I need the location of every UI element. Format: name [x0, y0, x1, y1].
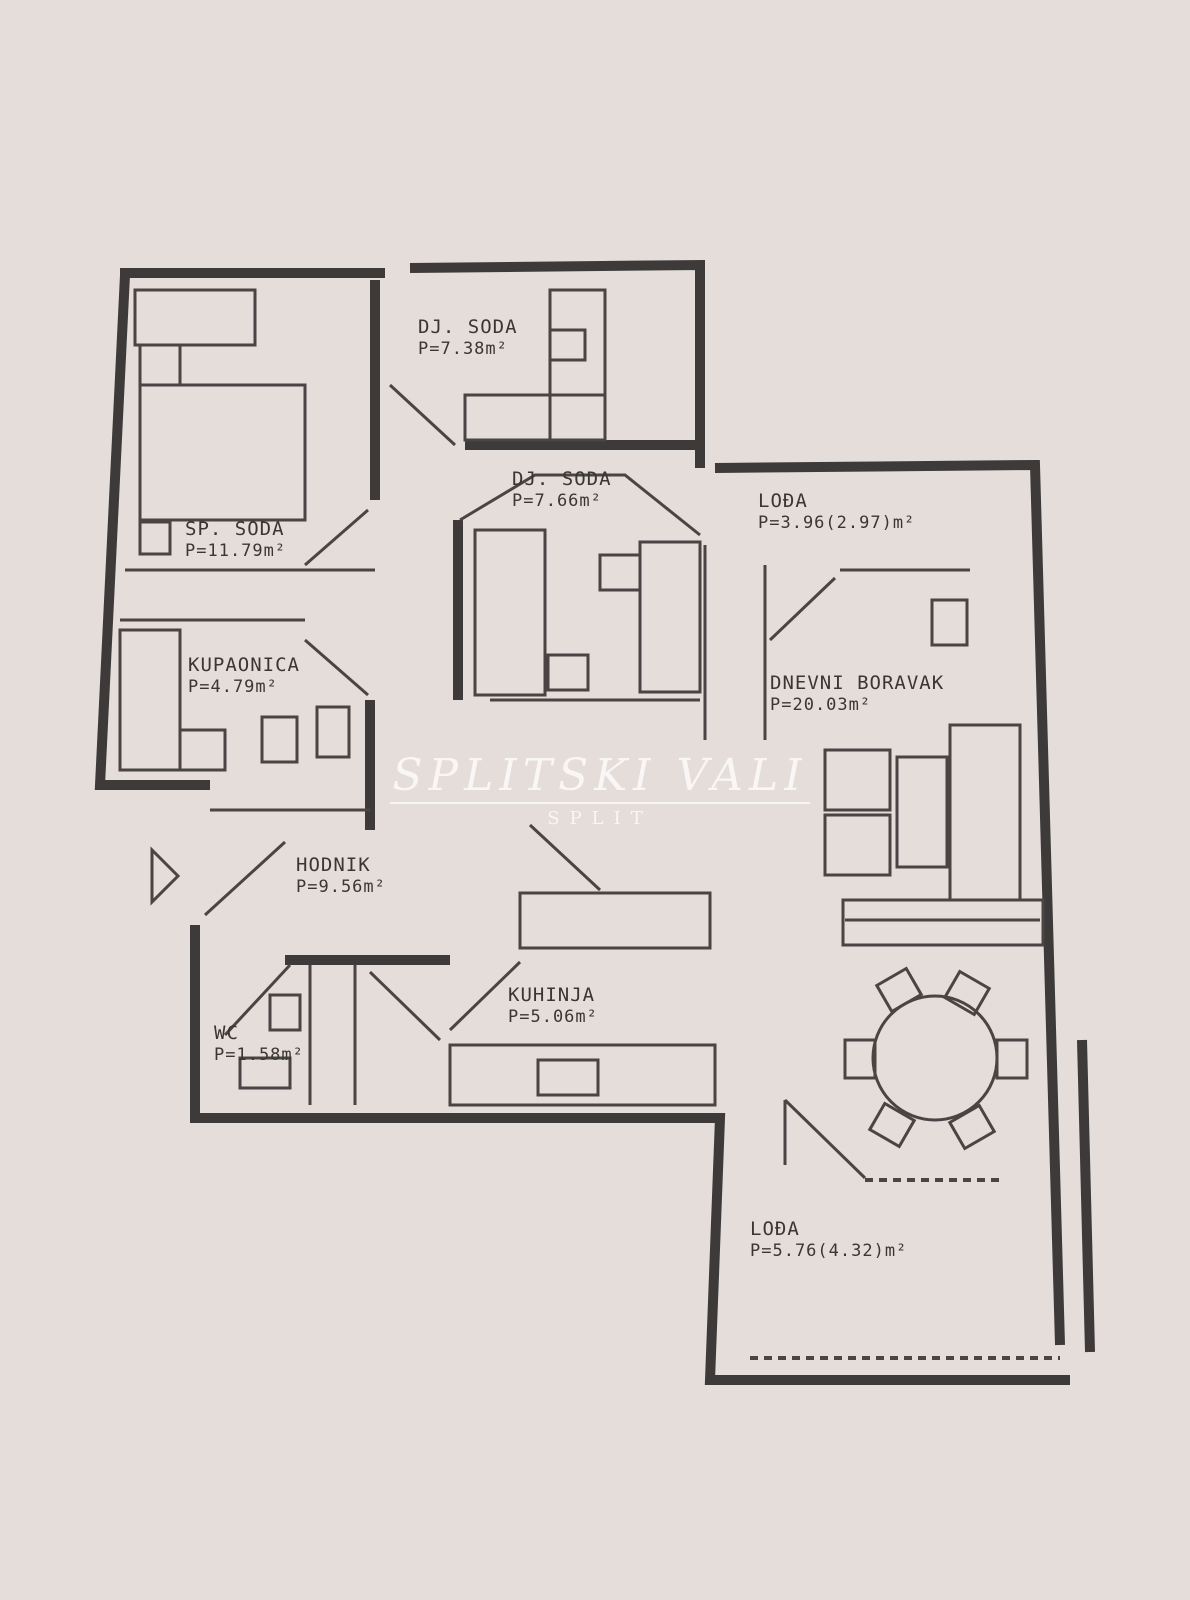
armchair-top [823, 748, 892, 812]
room-area: P=5.76(4.32)m² [750, 1241, 908, 1261]
kitchen-counter [448, 1043, 717, 1107]
tv-unit [841, 898, 1045, 947]
dining-table [871, 994, 999, 1122]
room-name: HODNIK [296, 854, 371, 876]
dining-chair-north-west [874, 966, 924, 1014]
outer-wall-north-middle [409, 259, 705, 468]
bathtub [118, 628, 182, 772]
room-label-wc: WC P=1.58m² [214, 1022, 304, 1066]
outer-wall-north-east [714, 459, 1065, 1346]
room-label-bathroom: KUPAONICA P=4.79m² [188, 654, 300, 698]
outer-wall-south [190, 925, 1070, 1385]
toilet-bathroom [178, 728, 227, 772]
door-swing-kitchen-right [448, 960, 522, 1032]
room-name: LOĐA [758, 490, 808, 512]
room-label-loggia-2: LOĐA P=5.76(4.32)m² [750, 1218, 907, 1262]
room-name: LOĐA [750, 1218, 800, 1240]
room-area: P=1.58m² [214, 1045, 304, 1065]
outer-wall-south-east [1077, 1039, 1095, 1353]
double-bed [138, 383, 307, 522]
door-swing-children-room-1 [388, 383, 457, 447]
door-swing-bedroom [304, 508, 369, 567]
dining-chair-south-east [947, 1103, 997, 1151]
bed-children-room-1 [548, 288, 607, 442]
wardrobe-hallway [518, 891, 712, 950]
chest-children-room-1 [463, 393, 607, 442]
door-swing-children-room-2 [459, 473, 701, 537]
room-label-master-bedroom: SP. SODA P=11.79m² [185, 518, 286, 562]
wardrobe-children-room-2 [638, 540, 702, 694]
outer-wall-north-west [94, 268, 385, 790]
room-label-loggia-1: LOĐA P=3.96(2.97)m² [758, 490, 915, 534]
door-swing-living [768, 576, 837, 642]
kitchen-sink [536, 1058, 600, 1097]
dining-chair-east [995, 1038, 1029, 1080]
room-label-children-room-1: DJ. SODA P=7.38m² [418, 316, 518, 360]
room-name: DJ. SODA [418, 316, 518, 338]
coffee-table [895, 755, 949, 869]
dining-chair-south-west [867, 1101, 917, 1149]
desk-children-room-1 [548, 328, 587, 362]
room-area: P=4.79m² [188, 677, 278, 697]
washbasin-wc [238, 1056, 292, 1090]
room-name: DNEVNI BORAVAK [770, 672, 945, 694]
door-swing-corridor [528, 823, 602, 892]
room-area: P=7.66m² [512, 491, 602, 511]
room-label-living-room: DNEVNI BORAVAK P=20.03m² [770, 672, 944, 716]
nightstand-children-room-2 [546, 653, 590, 692]
nightstand-left [138, 343, 182, 387]
room-area: P=7.38m² [418, 339, 508, 359]
room-name: DJ. SODA [512, 468, 612, 490]
desk-children-room-2 [598, 553, 642, 592]
room-name: SP. SODA [185, 518, 285, 540]
room-area: P=11.79m² [185, 541, 287, 561]
wardrobe [133, 288, 257, 347]
nightstand-right [138, 520, 172, 556]
armchair-bottom [823, 813, 892, 877]
entrance-arrow-icon [150, 846, 181, 906]
room-name: WC [214, 1022, 239, 1044]
room-label-children-room-2: DJ. SODA P=7.66m² [512, 468, 612, 512]
room-area: P=5.06m² [508, 1007, 598, 1027]
toilet-wc [268, 993, 302, 1032]
room-area: P=3.96(2.97)m² [758, 513, 916, 533]
sofa [948, 723, 1022, 902]
room-name: KUHINJA [508, 984, 596, 1006]
dining-chair-north-east [942, 969, 992, 1017]
room-area: P=9.56m² [296, 877, 386, 897]
room-name: KUPAONICA [188, 654, 300, 676]
washbasin-left [260, 715, 299, 764]
room-label-hallway: HODNIK P=9.56m² [296, 854, 386, 898]
side-cabinet [930, 598, 969, 647]
washbasin-right [315, 705, 351, 759]
room-area: P=20.03m² [770, 695, 872, 715]
dining-chair-west [843, 1038, 877, 1080]
bed-children-room-2 [473, 528, 547, 697]
door-swing-kitchen-left [368, 970, 442, 1042]
room-label-kitchen: KUHINJA P=5.06m² [508, 984, 598, 1028]
door-swing-hallway [203, 840, 287, 917]
door-swing-bathroom [304, 638, 369, 697]
door-swing-loggia-2 [783, 1098, 867, 1180]
door-swing-wc [223, 963, 292, 1037]
